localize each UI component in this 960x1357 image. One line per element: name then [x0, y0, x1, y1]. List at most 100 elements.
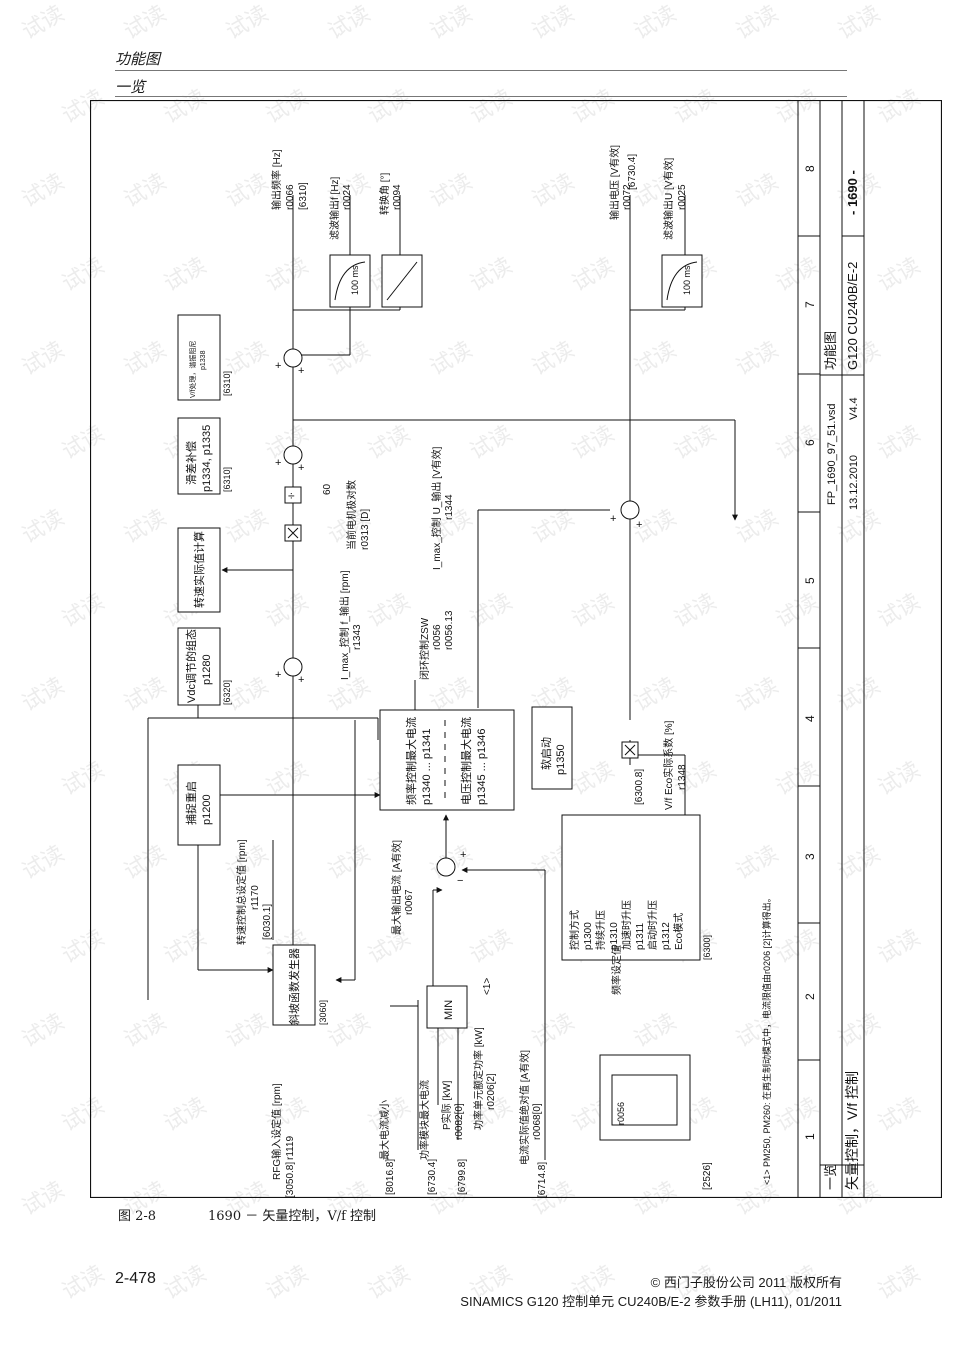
header-rule-2 [115, 96, 847, 97]
speed-total-param: r1170 [250, 885, 261, 910]
soft-start-block [531, 706, 573, 790]
svg-text:+: + [298, 365, 304, 377]
signal-lines [147, 195, 738, 1160]
figure-number: 图 2-8 [118, 1209, 157, 1224]
column-5: 5 [803, 577, 817, 584]
ref-2526: [2526] [702, 1162, 713, 1190]
rfg-ref: [3050.8] [285, 1162, 296, 1198]
imax-u-param: r1344 [444, 494, 455, 520]
title-file: FP_1690_97_51.vsd [826, 403, 838, 505]
p-actual-param: r0082[0] [454, 1103, 465, 1140]
pole-pairs-label: 当前电机极对数 [345, 480, 358, 550]
title-date: 13.12.2010 [848, 455, 860, 510]
vf-label2: p1338 [200, 350, 207, 370]
power-rated-note: <1> [482, 978, 493, 995]
vdc-config-block [177, 627, 221, 706]
watermark-text: 试读 [425, 1, 477, 45]
slip-label1: 滑差补偿 [184, 441, 198, 485]
column-8: 8 [803, 165, 817, 172]
watermark-text: 试读 [57, 1261, 109, 1305]
control-mode-line: p1311 [635, 922, 646, 950]
vf-label1: V/f处理，谐振阻尼 [188, 340, 197, 398]
output-freq-param: r0066 [285, 184, 296, 210]
pm-current-ref: [6730.4] [427, 1159, 438, 1195]
svg-text:+: + [610, 513, 616, 525]
slip-label2: p1334, p1335 [201, 425, 213, 492]
column-4: 4 [803, 715, 817, 722]
watermark-text: 试读 [17, 1009, 69, 1053]
max-current-reduce-ref: [8016.8] [385, 1159, 396, 1195]
rfg-label: RFG输入设定值 [rpm] [270, 1083, 283, 1180]
svg-text:÷: ÷ [288, 489, 295, 503]
figure-caption: 1690 － 矢量控制，V/f 控制 [208, 1209, 377, 1224]
title-section: 一览 [823, 1164, 838, 1190]
pole-pairs-param: r0313 [D] [360, 509, 371, 550]
output-freq-label: 输出频率 [Hz] [270, 149, 283, 210]
watermark-text: 试读 [527, 1, 579, 45]
svg-text:+: + [298, 462, 304, 474]
control-mode-line: p1312 [661, 922, 672, 950]
watermark-text: 试读 [833, 1, 885, 45]
control-mode-line: p1310 [609, 922, 620, 950]
capture-label1: 捕捉重启 [184, 781, 198, 825]
control-mode-line: 加速时升压 [621, 900, 633, 950]
watermark-text: 试读 [159, 1261, 211, 1305]
filter3-label: 100 ms [682, 265, 692, 295]
current-actual-ref: [6714.8] [537, 1162, 548, 1198]
filt-voltage-label: 滤波输出U [V有效] [662, 158, 675, 240]
watermark-text: 试读 [363, 1261, 415, 1305]
manual-title: SINAMICS G120 控制单元 CU240B/E-2 参数手册 (LH11… [460, 1294, 842, 1309]
watermark-text: 试读 [17, 1, 69, 45]
comm-angle-label: 转换角 [°] [378, 172, 391, 215]
ramp-label: 斜坡函数发生器 [287, 948, 301, 1025]
vf-ref: [6310] [222, 371, 232, 396]
soft-start-label2: p1350 [555, 744, 567, 775]
ref-6730-upper: [6730.4] [627, 154, 638, 190]
column-6: 6 [803, 439, 817, 446]
vdc-label1: Vdc调节的组态 [184, 629, 198, 703]
control-mode-line: 启动时升压 [646, 900, 659, 950]
control-mode-block [561, 814, 701, 961]
capture-restart-block [177, 764, 221, 846]
eco-factor-ref: [6300.8] [634, 769, 645, 805]
imax-u-label: I_max_控制 U_输出 [V有效] [430, 446, 443, 570]
p-actual-ref: [6799.8] [457, 1159, 468, 1195]
vdc-label2: p1280 [201, 654, 213, 685]
eco-factor-param: r1348 [677, 764, 688, 790]
slip-comp-block [177, 417, 221, 495]
slip-ref: [6310] [222, 467, 232, 492]
filt-freq-label: 滤波输出f [Hz] [328, 176, 341, 240]
filter1-label: 100 ms [350, 265, 360, 295]
divider-60: 60 [322, 483, 333, 495]
output-voltage-label: 输出电压 [V有效] [608, 145, 621, 220]
function-diagram: 1 2 3 4 5 6 7 8 FP_1690_97_51.vsd 13.12.… [90, 100, 942, 1198]
watermark-text: 试读 [323, 1, 375, 45]
ramp-generator-block [272, 944, 316, 1026]
title-category: 功能图 [823, 331, 838, 370]
column-3: 3 [803, 853, 817, 860]
state-word-param: r0056 [616, 1102, 626, 1125]
speed-total-label: 转速控制总设定值 [rpm] [235, 839, 248, 945]
climit-label3: 电压控制最大电流 [459, 717, 473, 805]
footnote: <1> PM250, PM260: 在再生制动模式中，电流限值由r0206 [2… [761, 893, 772, 1185]
svg-text:−: − [457, 875, 463, 887]
eco-factor-label: V/f Eco实际系数 [%] [662, 720, 675, 810]
watermark-text: 试读 [221, 1, 273, 45]
header-rule [115, 70, 847, 71]
output-voltage-param: r0072 [622, 184, 633, 210]
output-freq-ref: [6310] [298, 182, 309, 210]
watermark-text: 试读 [17, 337, 69, 381]
vdc-ref: [6320] [222, 680, 232, 705]
watermark-text: 试读 [629, 1, 681, 45]
copyright: © 西门子股份公司 2011 版权所有 [650, 1275, 842, 1290]
svg-text:+: + [275, 360, 281, 372]
current-actual-label: 电流实际值绝对值 [A有效] [518, 1050, 531, 1165]
control-mode-line: Eco模式 [672, 913, 685, 950]
zsw-label: 闭环控制ZSW [418, 617, 431, 680]
filt-freq-param: r0024 [342, 184, 353, 210]
title-page: - 1690 - [845, 170, 860, 215]
svg-text:+: + [298, 674, 304, 686]
control-mode-line: 持续升压 [594, 910, 607, 950]
summing-junctions [283, 348, 640, 877]
watermark-text: 试读 [17, 673, 69, 717]
